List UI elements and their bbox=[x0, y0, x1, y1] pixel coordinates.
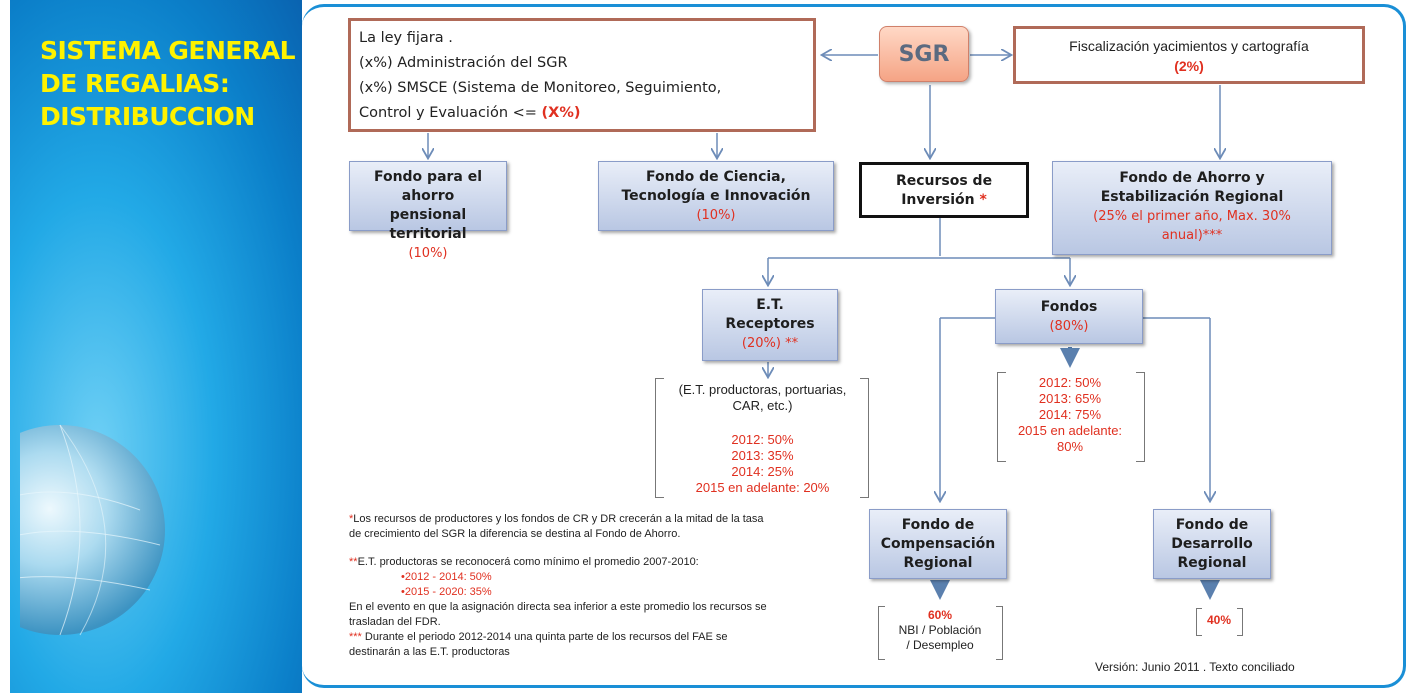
ley-line-4-pct: (X%) bbox=[541, 105, 581, 121]
note-4b: destinarán a las E.T. productoras bbox=[349, 646, 510, 658]
fcr-line-1: Fondo de bbox=[901, 517, 975, 533]
fcr-line-3: Regional bbox=[903, 555, 973, 571]
note-2: E.T. productoras se reconocerá como míni… bbox=[357, 556, 699, 568]
fondos-line-1: Fondos bbox=[1040, 299, 1098, 315]
sgr-label: SGR bbox=[898, 42, 950, 67]
note-4a: Durante el periodo 2012-2014 una quinta … bbox=[361, 631, 728, 643]
recursos-star: * bbox=[979, 192, 987, 208]
fondo-ciencia-pct: (10%) bbox=[696, 208, 736, 223]
note-1a: Los recursos de productores y los fondos… bbox=[353, 513, 764, 525]
fondos-detail-bracket-left bbox=[997, 372, 1006, 462]
et-detail-y4: 2015 en adelante: 20% bbox=[695, 480, 830, 495]
fondo-pensional-line-2: pensional territorial bbox=[389, 207, 467, 242]
fondos-detail-y4: 2015 en adelante: bbox=[1017, 423, 1123, 438]
globe-icon bbox=[20, 424, 165, 636]
fondo-ciencia-line-2: Tecnología e Innovación bbox=[621, 188, 811, 204]
note-1-star: * bbox=[349, 513, 354, 525]
fondo-pensional-line-1: Fondo para el ahorro bbox=[373, 169, 483, 204]
fondo-ahorro-pct-2: anual)*** bbox=[1161, 228, 1223, 243]
fdr-detail-bracket-left bbox=[1196, 608, 1202, 636]
fondo-ciencia-line-1: Fondo de Ciencia, bbox=[646, 169, 786, 185]
fondos-detail-y3: 2014: 75% bbox=[1038, 407, 1102, 422]
recursos-line-1: Recursos de bbox=[895, 173, 993, 189]
note-3a: En el evento en que la asignación direct… bbox=[349, 601, 767, 613]
fondo-ahorro-box: Fondo de Ahorro y Estabilización Regiona… bbox=[1052, 161, 1332, 255]
sgr-box: SGR bbox=[879, 26, 969, 82]
fondos-detail-y1: 2012: 50% bbox=[1038, 375, 1102, 390]
recursos-line-2: Inversión bbox=[901, 192, 980, 208]
fcr-detail-line-1: NBI / Población bbox=[898, 623, 982, 637]
fdr-line-2: Desarrollo bbox=[1171, 536, 1253, 552]
note-2-bullet-1: •2012 - 2014: 50% bbox=[401, 571, 492, 583]
fondo-pensional-pct: (10%) bbox=[408, 246, 448, 261]
ley-line-4: Control y Evaluación <= bbox=[359, 105, 542, 121]
sidebar: SISTEMA GENERAL DE REGALIAS: DISTRIBUCCI… bbox=[10, 0, 302, 693]
fcr-detail-pct: 60% bbox=[927, 608, 953, 622]
fondos-pct: (80%) bbox=[1049, 319, 1089, 334]
fondo-ahorro-line-1: Fondo de Ahorro y bbox=[1119, 170, 1265, 186]
fondos-detail-bracket-right bbox=[1136, 372, 1145, 462]
ley-box: La ley fijara . (x%) Administración del … bbox=[348, 18, 816, 132]
fondo-ahorro-pct-1: (25% el primer año, Max. 30% bbox=[1093, 209, 1291, 224]
et-receptores-box: E.T. Receptores (20%) ** bbox=[702, 289, 838, 361]
fdr-line-3: Regional bbox=[1177, 555, 1247, 571]
note-3b: trasladan del FDR. bbox=[349, 616, 441, 628]
fiscalizacion-box: Fiscalización yacimientos y cartografía … bbox=[1013, 26, 1365, 84]
fiscalizacion-title: Fiscalización yacimientos y cartografía bbox=[1069, 38, 1309, 54]
ley-line-2: (x%) Administración del SGR bbox=[359, 55, 568, 71]
fdr-line-1: Fondo de bbox=[1175, 517, 1249, 533]
fcr-line-2: Compensación bbox=[880, 536, 996, 552]
fondo-ciencia-box: Fondo de Ciencia, Tecnología e Innovació… bbox=[598, 161, 834, 231]
fcr-detail-bracket-right bbox=[996, 606, 1003, 660]
recursos-inversion-box: Recursos de Inversión * bbox=[859, 162, 1029, 218]
et-line-2: Receptores bbox=[725, 316, 815, 332]
note-2-star: ** bbox=[349, 556, 358, 568]
fdr-detail-pct: 40% bbox=[1206, 613, 1232, 627]
fondo-compensacion-box: Fondo de Compensación Regional bbox=[869, 509, 1007, 579]
et-detail-bracket-left bbox=[655, 378, 664, 498]
et-detail-line-2: CAR, etc.) bbox=[732, 398, 793, 413]
fondos-detail-y2: 2013: 65% bbox=[1038, 391, 1102, 406]
fcr-detail-line-2: / Desempleo bbox=[906, 638, 974, 652]
et-detail-line-1: (E.T. productoras, portuarias, bbox=[678, 382, 847, 397]
et-detail-bracket-right bbox=[860, 378, 869, 498]
fondo-desarrollo-box: Fondo de Desarrollo Regional bbox=[1153, 509, 1271, 579]
fiscalizacion-pct: (2%) bbox=[1174, 58, 1204, 74]
fondo-pensional-box: Fondo para el ahorro pensional territori… bbox=[349, 161, 507, 261]
fondos-box: Fondos (80%) bbox=[995, 289, 1143, 344]
fcr-detail: 60% NBI / Población / Desempleo bbox=[884, 608, 996, 653]
sidebar-title: SISTEMA GENERAL DE REGALIAS: DISTRIBUCCI… bbox=[40, 36, 296, 131]
note-1b: de crecimiento del SGR la diferencia se … bbox=[349, 528, 681, 540]
et-pct: (20%) ** bbox=[741, 336, 799, 351]
et-detail: (E.T. productoras, portuarias, CAR, etc.… bbox=[665, 382, 860, 496]
notes: *Los recursos de productores y los fondo… bbox=[349, 512, 849, 660]
fcr-detail-bracket-left bbox=[878, 606, 885, 660]
fondos-detail: 2012: 50% 2013: 65% 2014: 75% 2015 en ad… bbox=[1000, 375, 1140, 455]
version-note: Versión: Junio 2011 . Texto conciliado bbox=[1095, 660, 1295, 674]
ley-line-1: La ley fijara . bbox=[359, 30, 453, 46]
et-detail-y3: 2014: 25% bbox=[731, 464, 794, 479]
fondo-ahorro-line-2: Estabilización Regional bbox=[1100, 189, 1284, 205]
note-4-star: *** bbox=[349, 631, 362, 643]
et-detail-y1: 2012: 50% bbox=[731, 432, 794, 447]
et-detail-y2: 2013: 35% bbox=[731, 448, 794, 463]
note-2-bullet-2: •2015 - 2020: 35% bbox=[401, 586, 492, 598]
fondos-detail-y5: 80% bbox=[1056, 439, 1084, 454]
et-line-1: E.T. bbox=[756, 297, 784, 313]
fdr-detail-bracket-right bbox=[1237, 608, 1243, 636]
ley-line-3: (x%) SMSCE (Sistema de Monitoreo, Seguim… bbox=[359, 80, 722, 96]
